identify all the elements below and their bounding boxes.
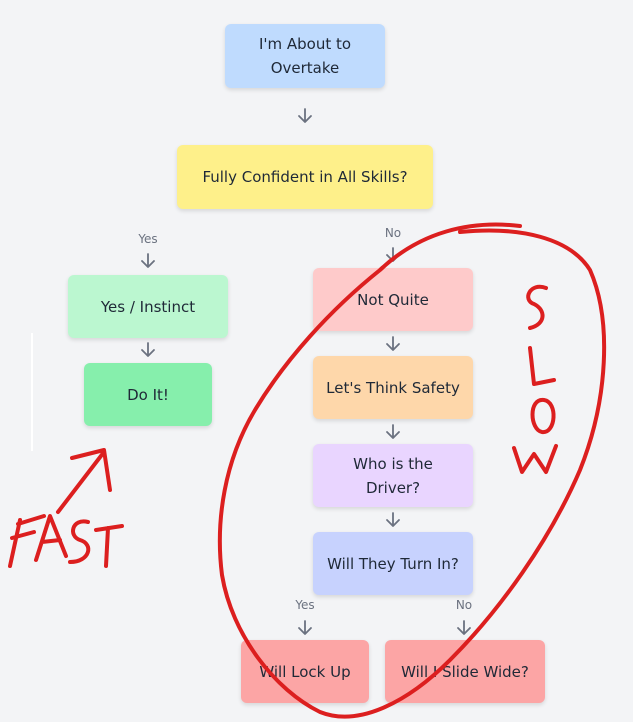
edge-label-no-right: No (384, 226, 402, 240)
arrow-down-icon (457, 620, 471, 635)
arrow-down-icon (386, 247, 400, 262)
node-not-quite: Not Quite (313, 268, 473, 331)
arrow-down-icon (386, 424, 400, 439)
edge-label-yes-bottom: Yes (295, 598, 315, 612)
arrow-down-icon (141, 253, 155, 268)
edge-label-no-bottom: No (455, 598, 473, 612)
arrow-down-icon (386, 512, 400, 527)
fast-letter-s (68, 519, 91, 564)
slow-letter-s (526, 284, 548, 330)
node-lock-up-label: Will Lock Up (259, 662, 351, 681)
node-lock-up: Will Lock Up (241, 640, 369, 703)
slow-letter-l (528, 346, 556, 386)
node-slide-wide: Will I Slide Wide? (385, 640, 545, 703)
node-instinct: Yes / Instinct (68, 275, 228, 338)
fast-letter-f (8, 514, 46, 568)
node-safety-label: Let's Think Safety (326, 378, 460, 397)
arrow-down-icon (386, 336, 400, 351)
divider-line (31, 333, 33, 451)
node-instinct-label: Yes / Instinct (100, 297, 196, 316)
slow-letter-o (530, 398, 556, 434)
edge-label-yes-left: Yes (138, 232, 158, 246)
node-slide-wide-label: Will I Slide Wide? (401, 662, 529, 681)
node-driver-label: Who is the Driver? (353, 454, 433, 497)
fast-arrowhead-icon (70, 448, 112, 492)
node-start-label: I'm About to Overtake (258, 35, 352, 77)
node-do-it: Do It! (84, 363, 212, 426)
arrow-down-icon (298, 108, 312, 123)
slow-letter-w (512, 444, 558, 474)
node-driver: Who is the Driver? (313, 444, 473, 507)
node-not-quite-label: Not Quite (357, 290, 429, 309)
arrow-down-icon (141, 342, 155, 357)
node-turn-in: Will They Turn In? (313, 532, 473, 595)
node-confident-label: Fully Confident in All Skills? (202, 168, 408, 186)
arrow-down-icon (298, 620, 312, 635)
fast-letter-a (34, 514, 68, 562)
fast-letter-t (94, 524, 124, 568)
node-start: I'm About to Overtake (225, 24, 385, 88)
node-safety: Let's Think Safety (313, 356, 473, 419)
node-confident: Fully Confident in All Skills? (177, 145, 433, 209)
fast-arrow-icon (56, 450, 106, 514)
node-do-it-label: Do It! (127, 385, 169, 404)
node-turn-in-label: Will They Turn In? (327, 554, 459, 573)
